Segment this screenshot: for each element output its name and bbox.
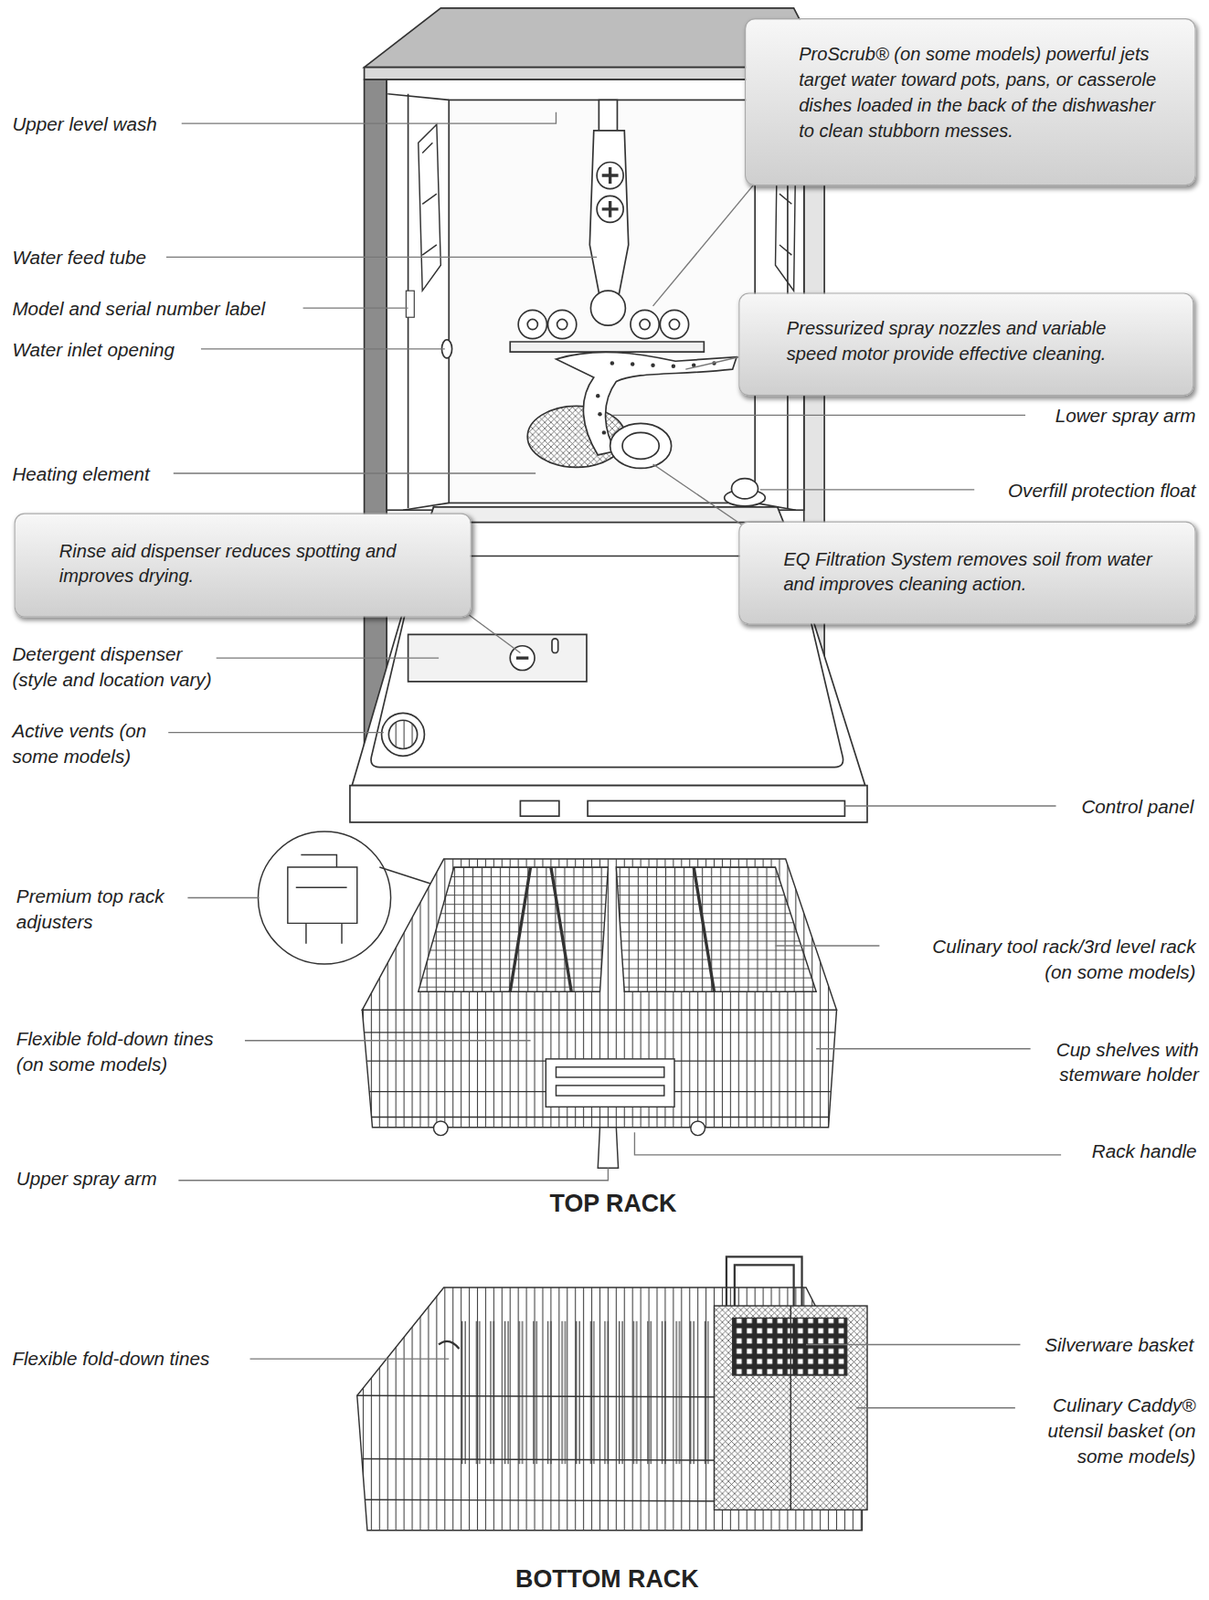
top-rack bbox=[257, 831, 837, 1168]
callout-box: EQ Filtration System removes soil from w… bbox=[738, 521, 1196, 626]
part-label: Silverware basket bbox=[989, 1332, 1194, 1358]
part-label: Water inlet opening bbox=[11, 336, 319, 362]
part-label: Upper level wash bbox=[11, 111, 319, 138]
callout-text: EQ Filtration System removes soil from w… bbox=[783, 546, 1164, 598]
filter-ring bbox=[610, 423, 672, 468]
water-feed-tube bbox=[589, 99, 628, 326]
callout-box: Rinse aid dispenser reduces spotting and… bbox=[14, 513, 472, 618]
part-label: Upper spray arm bbox=[16, 1166, 272, 1192]
part-label: Detergent dispenser (style and location … bbox=[11, 641, 226, 693]
rack-heading: TOP RACK bbox=[490, 1189, 736, 1219]
part-label: Water feed tube bbox=[11, 244, 319, 271]
part-label: Model and serial number label bbox=[11, 296, 339, 322]
callout-box: Pressurized spray nozzles and variable s… bbox=[738, 292, 1194, 396]
rack-heading: BOTTOM RACK bbox=[474, 1565, 740, 1594]
overfill-float bbox=[724, 478, 766, 507]
part-label: Heating element bbox=[11, 461, 319, 488]
callout-text: ProScrub® (on some models) powerful jets… bbox=[798, 42, 1165, 145]
part-label: Flexible fold-down tines bbox=[11, 1346, 267, 1372]
callout-text: Rinse aid dispenser reduces spotting and… bbox=[59, 538, 430, 590]
part-label: Culinary Caddy® utensil basket (on some … bbox=[1042, 1392, 1196, 1470]
model-label bbox=[405, 290, 414, 318]
part-label: Control panel bbox=[989, 794, 1194, 820]
bottom-rack bbox=[357, 1256, 868, 1530]
part-label: Flexible fold-down tines (on some models… bbox=[16, 1026, 226, 1078]
spray-nozzle bbox=[509, 309, 704, 352]
part-label: Premium top rack adjusters bbox=[16, 883, 170, 935]
part-label: Rack handle bbox=[1043, 1138, 1197, 1165]
callout-text: Pressurized spray nozzles and variable s… bbox=[786, 316, 1153, 368]
part-label: Overfill protection float bbox=[930, 477, 1196, 504]
part-label: Active vents (on some models) bbox=[11, 718, 165, 770]
spray-hole bbox=[595, 360, 717, 435]
part-label: Culinary tool rack/3rd level rack (on so… bbox=[910, 933, 1197, 986]
callout-box: ProScrub® (on some models) powerful jets… bbox=[744, 18, 1196, 186]
part-label: Cup shelves with stemware holder bbox=[1037, 1036, 1199, 1088]
part-label: Lower spray arm bbox=[940, 403, 1196, 429]
heating-filter bbox=[527, 405, 626, 467]
